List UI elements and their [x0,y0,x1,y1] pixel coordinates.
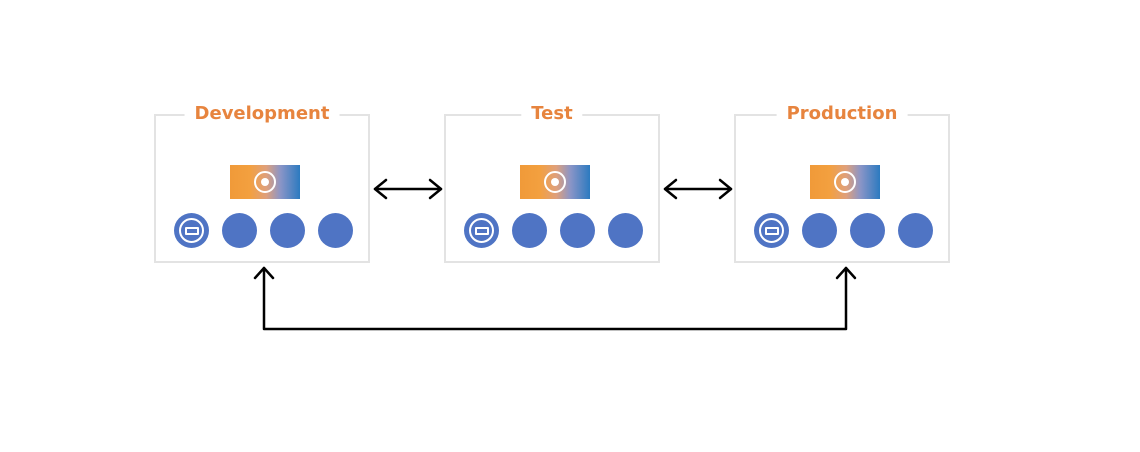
environment-development: Development [154,103,370,263]
node-circle [222,213,257,248]
node-circle [850,213,885,248]
node-circle [754,213,789,248]
dev-test-arrow [373,178,443,200]
node-circle [802,213,837,248]
node-row [174,213,356,249]
node-circle [464,213,499,248]
node-row [754,213,936,249]
target-icon [254,171,276,193]
target-icon [834,171,856,193]
service-bar [810,165,880,199]
minus-icon [469,218,494,243]
node-circle [512,213,547,248]
node-circle [560,213,595,248]
node-circle [608,213,643,248]
test-production-arrow [663,178,733,200]
service-bar [230,165,300,199]
node-row [464,213,646,249]
minus-icon [179,218,204,243]
node-circle [318,213,353,248]
environment-production: Production [734,103,950,263]
environment-test: Test [444,103,660,263]
node-circle [898,213,933,248]
environment-title: Production [776,103,908,125]
environment-title: Test [521,103,583,125]
target-icon [544,171,566,193]
node-circle [174,213,209,248]
node-circle [270,213,305,248]
minus-icon [759,218,784,243]
environment-title: Development [184,103,340,125]
dev-production-arrow [253,266,857,331]
service-bar [520,165,590,199]
